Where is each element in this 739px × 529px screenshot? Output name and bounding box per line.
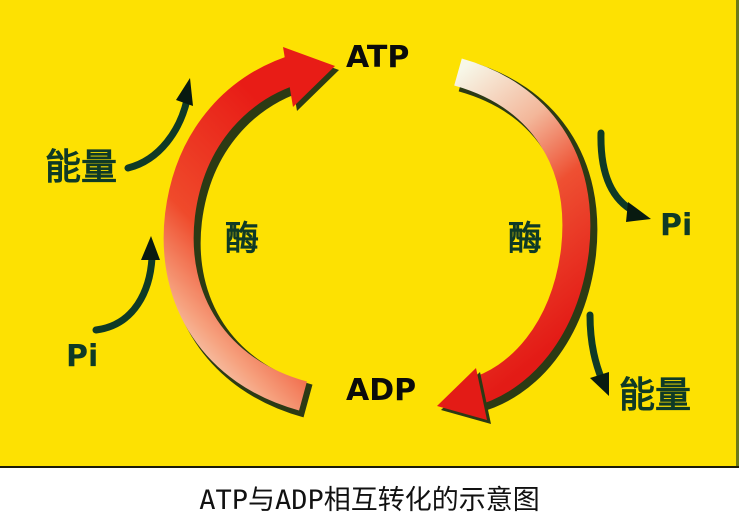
atp-label: ATP xyxy=(346,40,410,75)
panel-bottom-border xyxy=(0,466,739,468)
pi-input-arrow-icon xyxy=(92,236,160,334)
pi-output-arrow-icon xyxy=(597,129,651,222)
energy-output-arrow-icon xyxy=(586,311,609,396)
panel-right-edge xyxy=(736,0,739,467)
left-cycle-arrow-icon xyxy=(163,47,339,418)
left-enzyme-label: 酶 xyxy=(225,219,259,259)
diagram-caption: ATP与ADP相互转化的示意图 xyxy=(199,485,540,516)
pi-output-label: Pi xyxy=(660,208,693,243)
right-cycle-arrow-icon xyxy=(437,58,598,424)
diagram-panel xyxy=(0,0,739,467)
energy-input-arrow-icon xyxy=(124,78,193,172)
right-enzyme-label: 酶 xyxy=(508,219,542,259)
adp-label: ADP xyxy=(346,373,417,408)
energy-output-label: 能量 xyxy=(619,375,692,416)
energy-input-label: 能量 xyxy=(45,147,118,188)
pi-input-label: Pi xyxy=(66,339,99,374)
cycle-diagram xyxy=(92,47,651,424)
